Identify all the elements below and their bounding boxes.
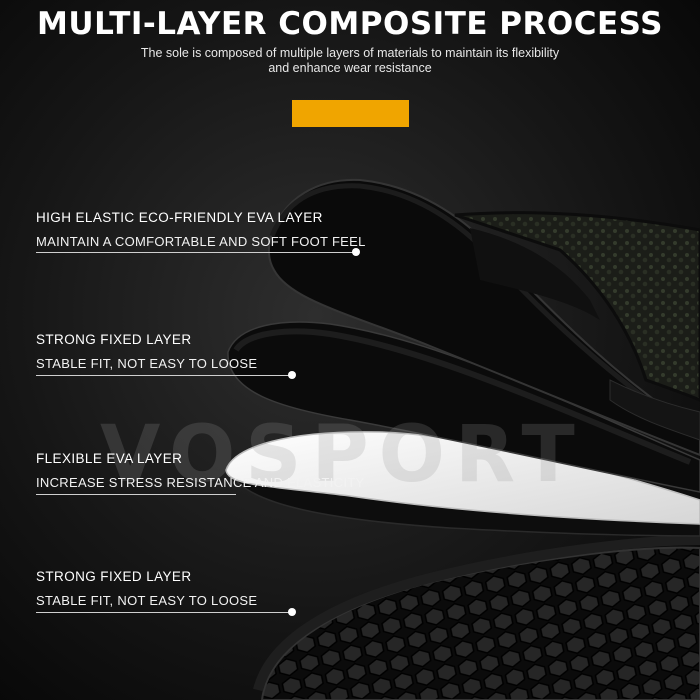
outsole-layer xyxy=(253,535,700,700)
accent-bar xyxy=(292,100,409,127)
callout-heading: STRONG FIXED LAYER xyxy=(36,332,192,347)
callout-description: STABLE FIT, NOT EASY TO LOOSE xyxy=(36,356,258,371)
subtitle-line-2: and enhance wear resistance xyxy=(268,61,432,75)
strap xyxy=(454,211,700,441)
callout-leader-line xyxy=(36,375,292,376)
page-title: MULTI-LAYER COMPOSITE PROCESS xyxy=(37,6,663,42)
brand-watermark: VOSPORT xyxy=(100,410,585,500)
callout-flexible-eva-layer: FLEXIBLE EVA LAYER INCREASE STRESS RESIS… xyxy=(36,451,365,495)
callout-leader-line xyxy=(36,494,236,495)
callout-description: MAINTAIN A COMFORTABLE AND SOFT FOOT FEE… xyxy=(36,234,366,249)
callout-fixed-layer-upper: STRONG FIXED LAYER STABLE FIT, NOT EASY … xyxy=(36,332,296,379)
callout-description: STABLE FIT, NOT EASY TO LOOSE xyxy=(36,593,258,608)
callout-eva-layer: HIGH ELASTIC ECO-FRIENDLY EVA LAYER MAIN… xyxy=(36,210,366,256)
page-subtitle: The sole is composed of multiple layers … xyxy=(80,46,620,76)
callout-dot xyxy=(352,248,360,256)
callout-description: INCREASE STRESS RESISTANCE AND ELASTICIT… xyxy=(36,475,365,490)
callout-leader-line xyxy=(36,612,292,613)
fixed-layer-upper xyxy=(227,321,700,493)
callout-heading: HIGH ELASTIC ECO-FRIENDLY EVA LAYER xyxy=(36,210,323,225)
callout-dot xyxy=(288,371,296,379)
callout-heading: STRONG FIXED LAYER xyxy=(36,569,192,584)
callout-heading: FLEXIBLE EVA LAYER xyxy=(36,451,183,466)
callout-leader-line xyxy=(36,252,356,253)
subtitle-line-1: The sole is composed of multiple layers … xyxy=(140,46,560,60)
callout-fixed-layer-lower: STRONG FIXED LAYER STABLE FIT, NOT EASY … xyxy=(36,569,296,616)
callout-dot xyxy=(288,608,296,616)
